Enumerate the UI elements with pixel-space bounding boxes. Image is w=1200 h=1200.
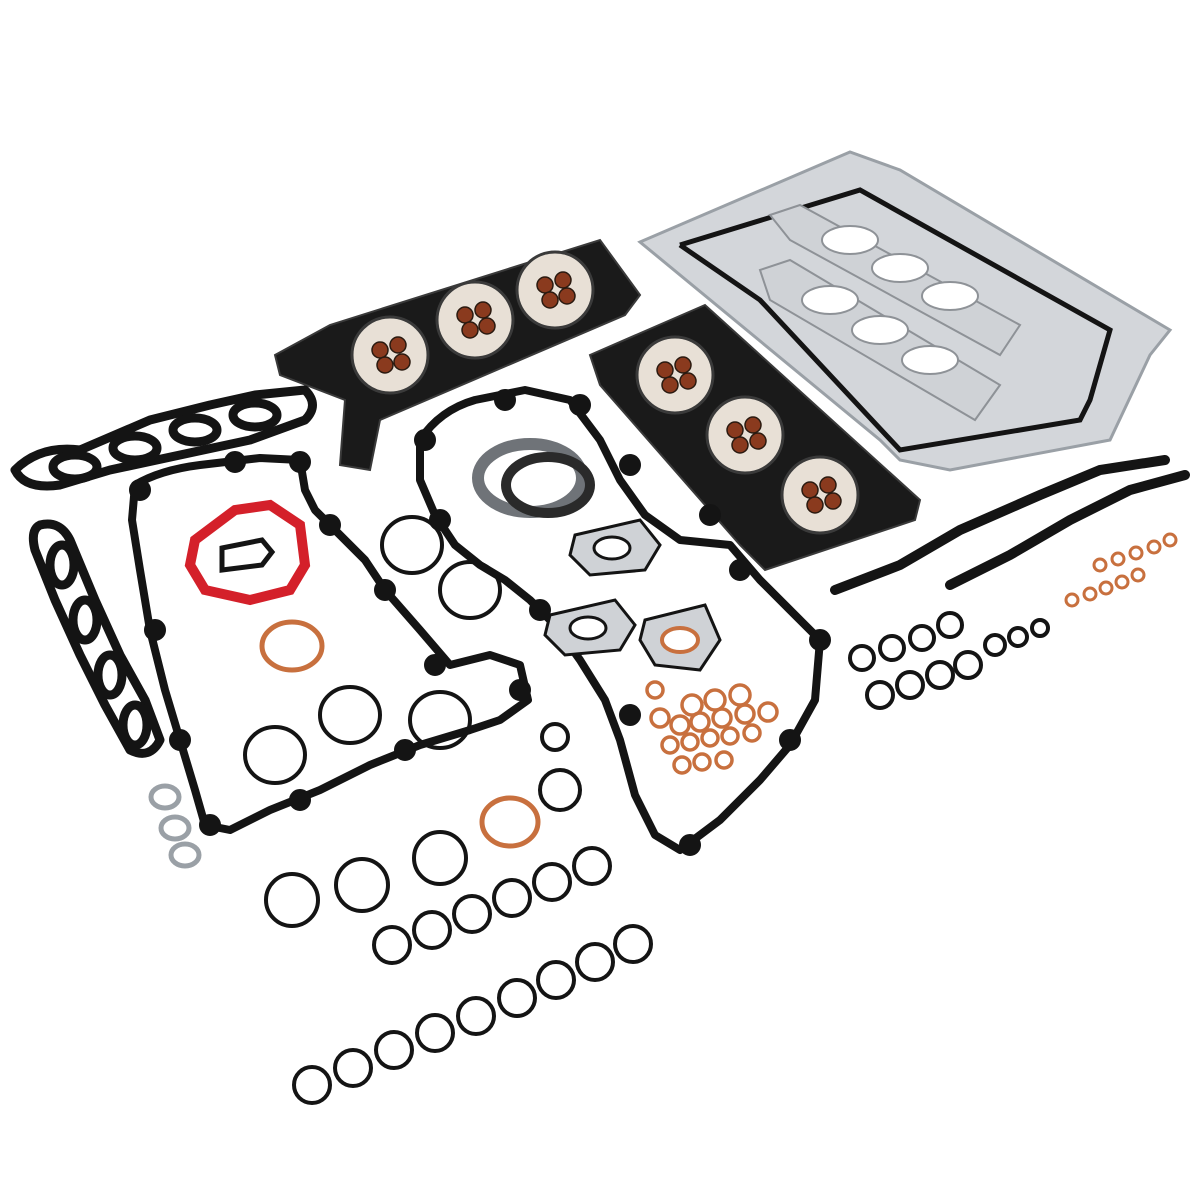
crush-rings-left [148, 783, 202, 869]
valve-cover-gasket-left [128, 451, 532, 836]
cam-seal-strip-upper [830, 455, 1170, 595]
flange-gasket-1 [568, 518, 662, 577]
o-rings-group-a [243, 515, 502, 785]
o-rings-group-lower [264, 722, 653, 1105]
copper-washers-right [1064, 532, 1178, 608]
flange-gasket-3 [638, 603, 722, 672]
flange-gasket-2 [543, 598, 637, 657]
copper-ring-large [259, 619, 541, 849]
intake-gasket-lower [28, 519, 165, 758]
exhaust-manifold-gasket-upper [768, 203, 1022, 357]
intake-gasket-upper [10, 385, 317, 491]
cam-seal-strip-lower [945, 470, 1190, 590]
o-rings-group-right [848, 611, 1050, 710]
copper-washers-center [645, 680, 779, 775]
exhaust-manifold-gasket-lower [758, 258, 1002, 422]
head-gasket-left [273, 238, 642, 472]
valve-cover-gasket-right [414, 386, 831, 856]
oil-pan-gasket [637, 150, 1173, 472]
head-gasket-right [588, 303, 922, 572]
red-seal-plate [184, 499, 311, 606]
crankshaft-seal-large [472, 438, 595, 518]
